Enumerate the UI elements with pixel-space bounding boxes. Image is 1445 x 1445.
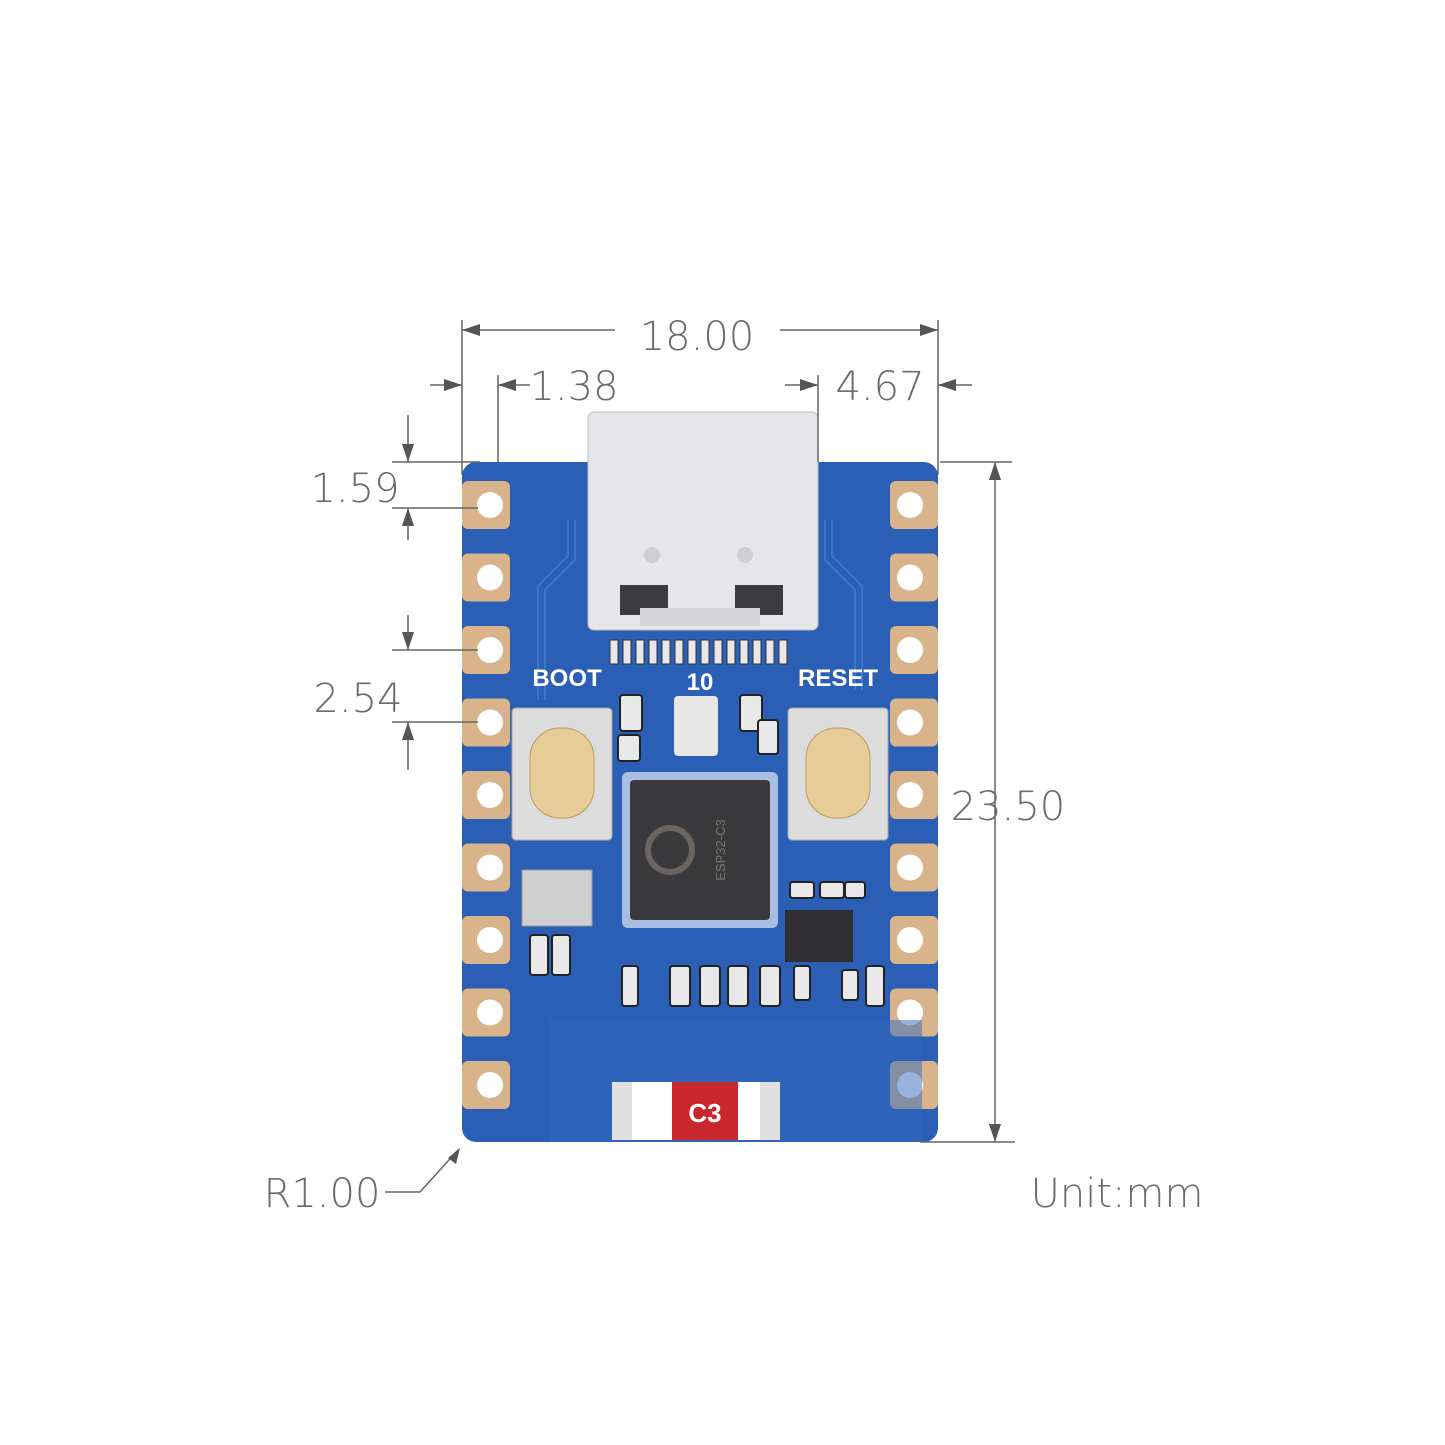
right-offset-dimension: 4.67 — [835, 364, 924, 410]
castellated-pad — [462, 553, 510, 602]
castellated-pad — [462, 843, 510, 892]
castellated-pad — [890, 916, 938, 964]
castellated-pad — [890, 698, 938, 747]
smd-component — [793, 965, 811, 1001]
led-silkscreen: 10 — [687, 669, 714, 696]
usb-pin — [687, 639, 697, 665]
boot-button — [511, 707, 613, 841]
smd-component — [619, 694, 643, 732]
height-dimension: 23.50 — [951, 784, 1066, 830]
smd-component — [621, 965, 639, 1007]
castellated-pad — [462, 988, 510, 1037]
usb-pin — [635, 639, 645, 665]
unit-label: Unit:mm — [1031, 1171, 1204, 1217]
top-pin-offset-dimension: 1.59 — [310, 466, 399, 512]
reset-button — [787, 707, 889, 841]
regulator — [785, 910, 853, 962]
smd-component — [789, 881, 815, 899]
smd-component — [819, 881, 845, 899]
antenna-label: C3 — [688, 1098, 721, 1128]
castellated-pad — [462, 481, 510, 529]
smd-component — [844, 881, 866, 899]
usb-pin — [648, 639, 658, 665]
usb-pin — [739, 639, 749, 665]
smd-component — [757, 719, 779, 755]
usb-pin — [609, 639, 619, 665]
usb-pin — [765, 639, 775, 665]
reset-silkscreen: RESET — [798, 665, 878, 692]
smd-component — [529, 934, 549, 976]
usb-pin — [622, 639, 632, 665]
smd-component — [617, 734, 641, 762]
usb-pin — [700, 639, 710, 665]
dimension-lines — [385, 320, 1015, 1193]
castellated-pad — [462, 626, 510, 674]
usb-pin — [713, 639, 723, 665]
usb-pin — [778, 639, 788, 665]
castellated-pad — [890, 553, 938, 602]
castellated-pad — [462, 916, 510, 964]
castellated-pad — [890, 626, 938, 674]
pin-pitch-dimension: 2.54 — [313, 676, 402, 722]
smd-component — [727, 965, 749, 1007]
castellated-pad — [462, 698, 510, 747]
ceramic-antenna: C3 — [612, 1082, 780, 1140]
smd-component — [699, 965, 721, 1007]
smd-component — [551, 934, 571, 976]
usb-pin — [674, 639, 684, 665]
smd-component — [865, 965, 885, 1007]
smd-component — [841, 969, 859, 1001]
rgb-led — [674, 696, 718, 756]
pcb-board: BOOT 10 RESET ESP32-C3 C3 — [462, 411, 938, 1142]
width-dimension: 18.00 — [640, 314, 755, 360]
castellated-pad — [890, 771, 938, 819]
usb-pin — [661, 639, 671, 665]
castellated-pad — [462, 1061, 510, 1109]
left-offset-dimension: 1.38 — [529, 364, 618, 410]
chip-marking: ESP32-C3 — [713, 819, 728, 880]
usb-pin — [726, 639, 736, 665]
smd-component — [759, 965, 781, 1007]
corner-radius-dimension: R1.00 — [264, 1171, 381, 1217]
usb-pin — [752, 639, 762, 665]
usb-c-connector — [587, 411, 819, 665]
esp32-c3-chip: ESP32-C3 — [622, 772, 778, 928]
smd-component — [669, 965, 691, 1007]
castellated-pad — [890, 843, 938, 892]
crystal — [521, 869, 593, 927]
boot-silkscreen: BOOT — [532, 665, 602, 692]
castellated-pad — [890, 481, 938, 529]
castellated-pad — [462, 771, 510, 819]
smd-component — [739, 694, 763, 732]
